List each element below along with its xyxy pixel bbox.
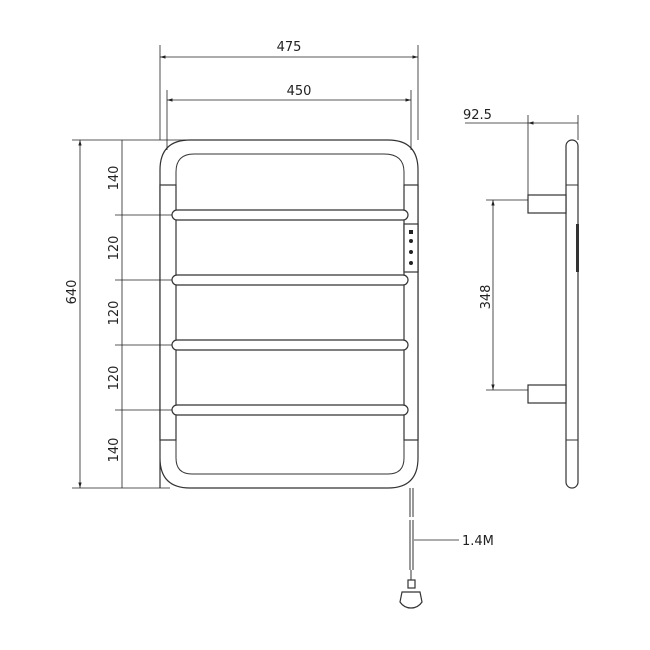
towel-bar bbox=[171, 209, 409, 221]
side-view: 92.5 348 bbox=[463, 108, 579, 489]
power-cable: 1.4M bbox=[399, 488, 494, 609]
overall-height-label: 640 bbox=[65, 280, 80, 305]
towel-bar bbox=[171, 274, 409, 286]
wall-bracket bbox=[527, 194, 567, 214]
depth-label: 92.5 bbox=[463, 108, 492, 123]
cable-length-label: 1.4M bbox=[462, 534, 494, 549]
bracket-spacing-label: 348 bbox=[479, 285, 494, 310]
segment-label: 140 bbox=[107, 438, 122, 463]
height-dimensions: 640 140 120 120 120 140 bbox=[65, 139, 186, 489]
inner-width-label: 450 bbox=[287, 84, 312, 99]
towel-bar bbox=[171, 339, 409, 351]
segment-label: 120 bbox=[107, 301, 122, 326]
towel-bar bbox=[171, 404, 409, 416]
segment-label: 120 bbox=[107, 236, 122, 261]
segment-label: 120 bbox=[107, 366, 122, 391]
towel-bars bbox=[171, 209, 409, 416]
width-dimensions: 475 450 bbox=[159, 40, 419, 150]
front-view-frame bbox=[159, 139, 419, 489]
wall-bracket bbox=[527, 384, 567, 404]
overall-width-label: 475 bbox=[277, 40, 302, 55]
control-box bbox=[403, 223, 419, 273]
plug-icon bbox=[399, 591, 423, 609]
segment-label: 140 bbox=[107, 166, 122, 191]
